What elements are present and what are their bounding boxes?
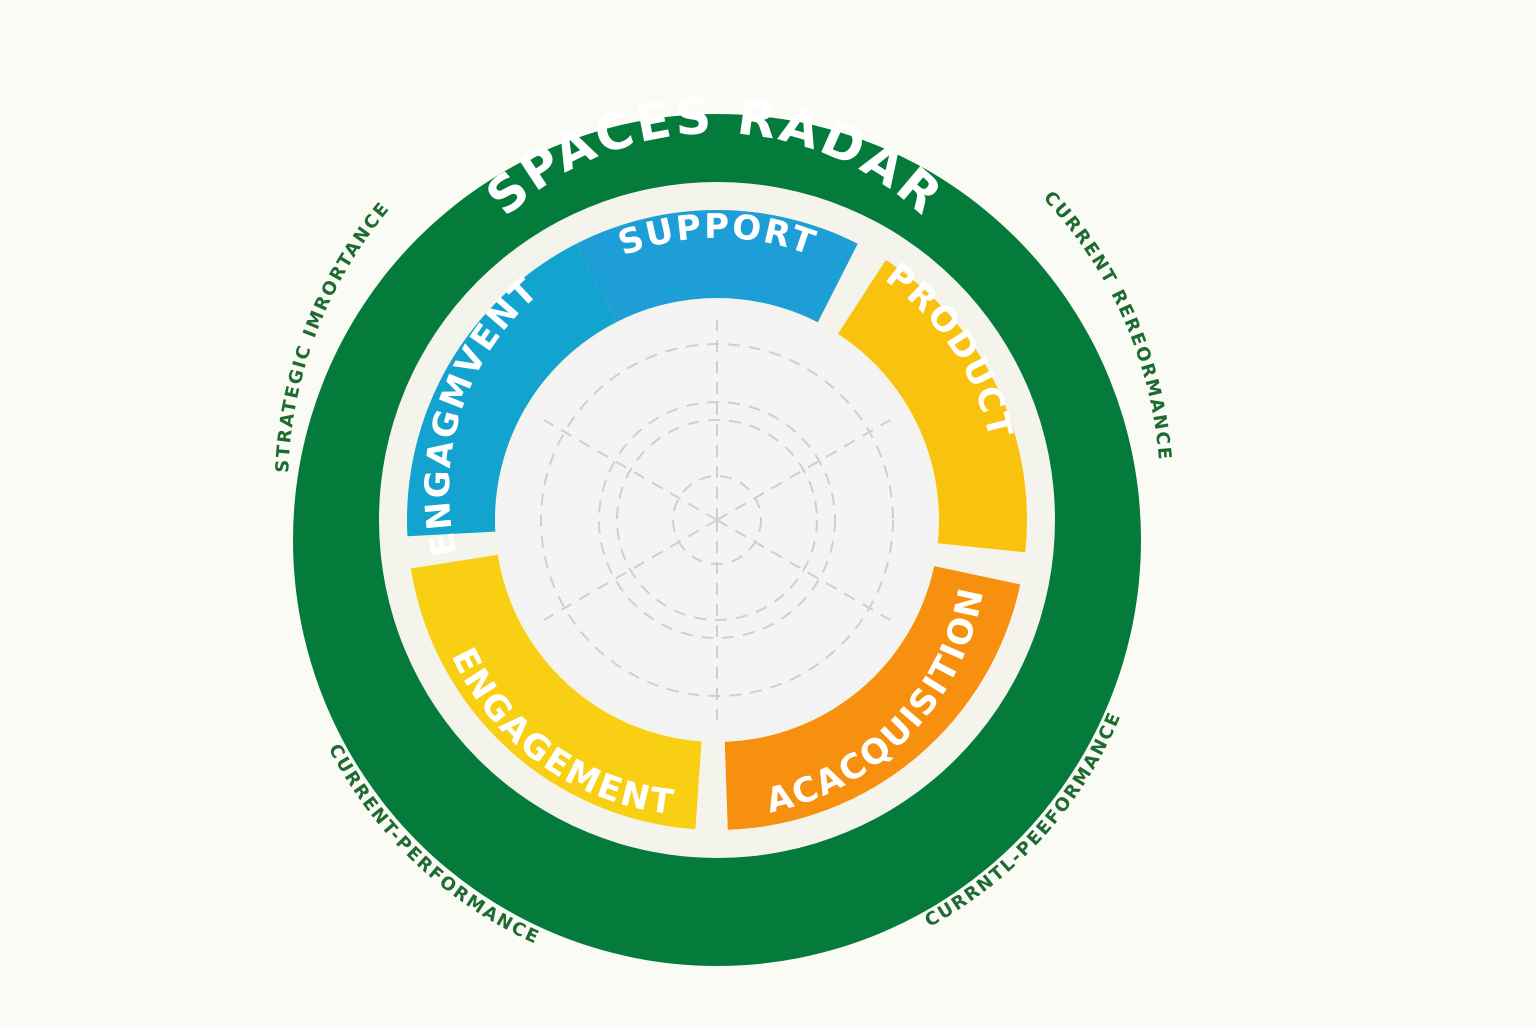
segment-engagement [410, 554, 702, 830]
segments [407, 210, 1027, 830]
segment-support [576, 210, 858, 323]
grid-ring-2 [616, 419, 818, 621]
segment-engagmvent [407, 243, 617, 537]
radar-grid [540, 320, 894, 720]
grid-ring-3 [598, 401, 836, 639]
segment-acquisition [724, 566, 1021, 830]
segment-product [837, 260, 1027, 553]
